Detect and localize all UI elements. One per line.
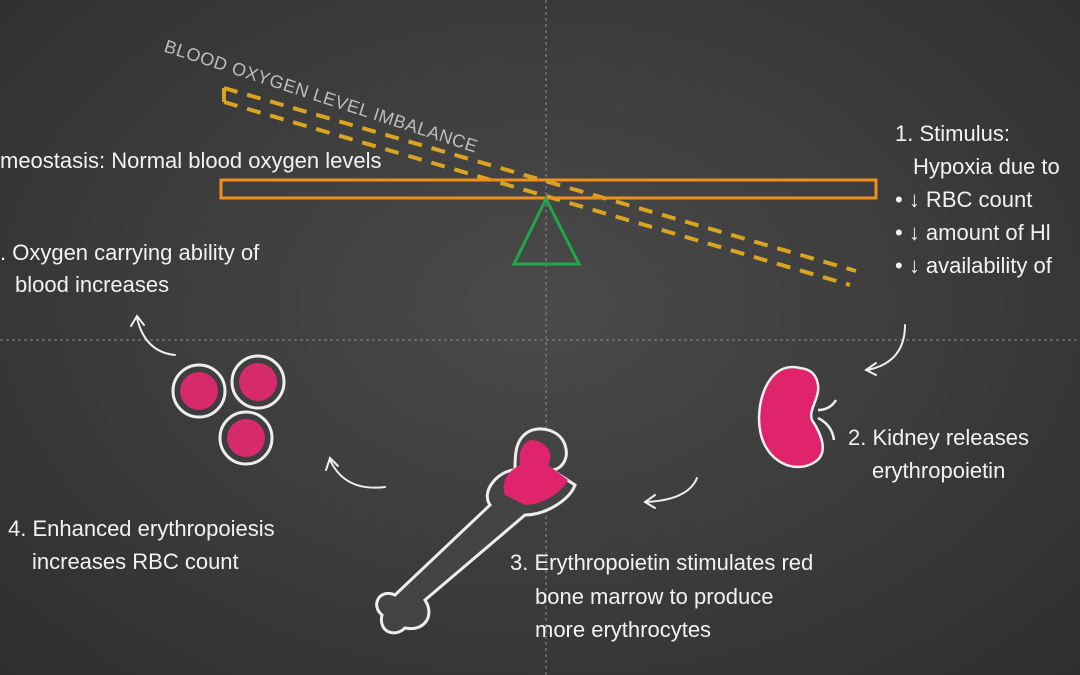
step1-subtitle: Hypoxia due to [913, 154, 1060, 179]
balanced-beam [219, 178, 878, 200]
step3-line: more erythrocytes [535, 617, 712, 642]
step2-line: erythropoietin [872, 458, 1006, 483]
imbalanced-beam [222, 86, 857, 287]
step3-line: 3. Erythropoietin stimulates red [510, 550, 814, 575]
step5-line: . Oxygen carrying ability of [0, 240, 260, 265]
kidney-icon [757, 365, 838, 469]
curved-arrow-icon [867, 324, 906, 371]
step4-line: 4. Enhanced erythropoiesis [8, 516, 275, 541]
step3-line: bone marrow to produce [535, 584, 774, 609]
curved-arrow-icon [329, 459, 386, 489]
step1-title: 1. Stimulus: [895, 121, 1010, 146]
step1-bullet: • ↓ availability of [895, 253, 1052, 278]
step4-line: increases RBC count [32, 549, 239, 574]
step1-bullet: • ↓ amount of Hl [895, 220, 1051, 245]
bone-icon [375, 427, 577, 635]
curved-arrow-icon [645, 477, 698, 503]
fulcrum-triangle [511, 195, 582, 266]
step1-bullet: • ↓ RBC count [895, 187, 1033, 212]
curved-arrow-icon [136, 317, 176, 356]
red-blood-cells-icon [171, 354, 286, 466]
step2-line: 2. Kidney releases [848, 425, 1029, 450]
step5-line: blood increases [15, 272, 170, 297]
homeostasis-label: meostasis: Normal blood oxygen levels [0, 148, 382, 173]
